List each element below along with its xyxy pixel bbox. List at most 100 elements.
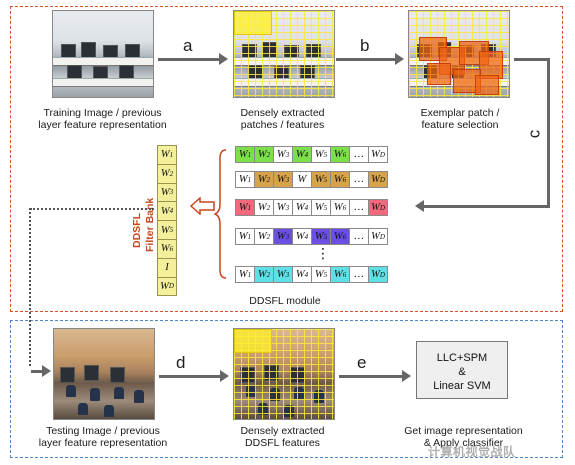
classifier-line3: Linear SVM [433,380,491,392]
training-caption: Training Image / previous layer feature … [35,107,170,131]
training-image [52,10,154,98]
exemplar-image [408,10,510,98]
testing-image [53,328,155,420]
vertical-ellipsis: ⋮ [316,245,330,261]
classifier-caption: Get image representation & Apply classif… [396,425,531,449]
matrix-cell: … [349,171,369,188]
step-b-label: b [360,36,370,55]
exemplar-caption: Exemplar patch / feature selection [410,107,510,131]
matrix-cell: … [349,146,369,163]
step-d-label: d [176,353,186,372]
dotted-connector-h [30,208,154,210]
dense-patches-image [233,10,335,98]
training-module-frame [10,6,563,312]
testing-module-frame [10,320,563,458]
exemplar-caption-line2: feature selection [421,119,499,131]
classifier-box: LLC+SPM & Linear SVM [416,341,508,399]
testing-input-arrow-head [42,365,51,377]
watermark-text: 计算机视觉战队 [428,445,516,459]
matrix-cell: … [349,228,369,245]
arrow-b [336,58,396,61]
arrow-a-head [219,53,228,65]
arrow-c-vertical [547,58,550,208]
highlighted-patch [234,11,272,35]
dense-test-image [233,328,335,420]
arrow-e-head [402,370,411,382]
classifier-line1: LLC+SPM [436,352,488,364]
exemplar-box [475,75,499,95]
ddsfl-features-label: DDSFL features [245,437,320,449]
test-highlighted-patch [234,329,272,353]
module-caption: DDSFL module [249,295,321,307]
brace-icon [214,149,227,279]
arrow-e [339,375,403,378]
arrow-c-bottom [424,205,550,208]
step-c-label: c [524,129,544,139]
arrow-c-top [514,58,550,61]
arrow-c-head [415,200,424,212]
training-caption-line1: Training Image / previous [43,107,162,119]
dense-test-caption-line1: Densely extracted [240,425,325,437]
testing-input-arrow [31,370,43,373]
filter-bank-title-1: DDSFL [131,213,143,248]
dotted-connector-v [29,208,31,366]
step-e-label: e [357,353,367,372]
testing-caption-line1: Testing Image / previous [46,425,160,437]
exemplar-box [479,51,503,79]
classifier-caption-line2: & Apply classifier [423,437,504,449]
filter-bank-cell: I [157,257,177,278]
exemplar-caption-line1: Exemplar patch / [420,107,500,119]
hollow-arrow-icon [190,197,215,215]
arrow-b-head [395,53,404,65]
classifier-line2: & [458,366,466,378]
arrow-d [159,375,221,378]
filter-bank-title-2: Filter Bank [144,197,156,252]
dense-test-caption: Densely extracted DDSFL features [225,425,340,449]
arrow-d-head [220,370,229,382]
dense-caption-line2: patches / features [240,119,325,131]
testing-caption-line2: layer feature representation [38,437,168,449]
classifier-caption-line1: Get image representation [404,425,523,437]
matrix-cell: … [349,266,369,283]
testing-caption: Testing Image / previous layer feature r… [32,425,174,449]
arrow-a [158,58,220,61]
